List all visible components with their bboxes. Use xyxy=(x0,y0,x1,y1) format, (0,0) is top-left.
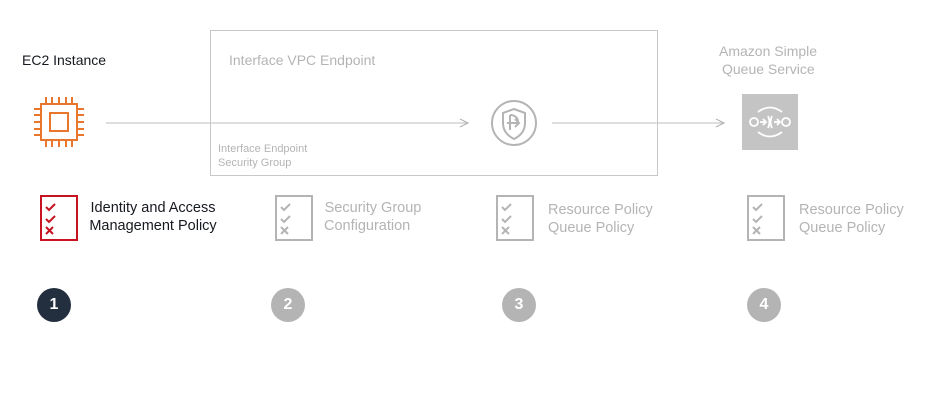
step-3-badge: 3 xyxy=(502,288,536,322)
checklist-icon xyxy=(275,195,313,241)
checklist-icon xyxy=(496,195,534,241)
policy-4-line2: Queue Policy xyxy=(799,220,886,236)
checklist-icon xyxy=(40,195,78,241)
vpc-endpoint-shield-icon xyxy=(490,99,538,147)
policy-2-text: Security Group Configuration xyxy=(318,199,428,235)
policy-4-line1: Resource Policy xyxy=(799,202,904,218)
policy-2-line1: Security Group xyxy=(324,200,422,216)
policy-4-text: Resource Policy Queue Policy xyxy=(799,201,919,237)
security-group-label-line2: Security Group xyxy=(218,157,292,169)
policy-3-text: Resource Policy Queue Policy xyxy=(548,201,658,237)
vpc-endpoint-title: Interface VPC Endpoint xyxy=(229,52,376,68)
policy-2-line2: Configuration xyxy=(324,218,411,234)
policy-1-line2: Management Policy xyxy=(89,218,217,234)
ec2-chip-icon xyxy=(32,94,86,150)
policy-3-line2: Queue Policy xyxy=(548,220,635,236)
sqs-icon xyxy=(742,94,798,150)
vpc-endpoint-group xyxy=(210,30,658,176)
checklist-icon xyxy=(747,195,785,241)
policy-1-line1: Identity and Access xyxy=(90,200,216,216)
policy-3-line1: Resource Policy xyxy=(548,202,653,218)
security-group-label-line1: Interface Endpoint xyxy=(218,143,308,155)
ec2-label: EC2 Instance xyxy=(22,52,107,68)
step-2-badge: 2 xyxy=(271,288,305,322)
sqs-label-line1: Amazon Simple xyxy=(719,43,818,59)
step-1-badge: 1 xyxy=(37,288,71,322)
sqs-label-line2: Queue Service xyxy=(722,61,815,77)
step-4-badge: 4 xyxy=(747,288,781,322)
policy-1-text: Identity and Access Management Policy xyxy=(84,199,222,235)
